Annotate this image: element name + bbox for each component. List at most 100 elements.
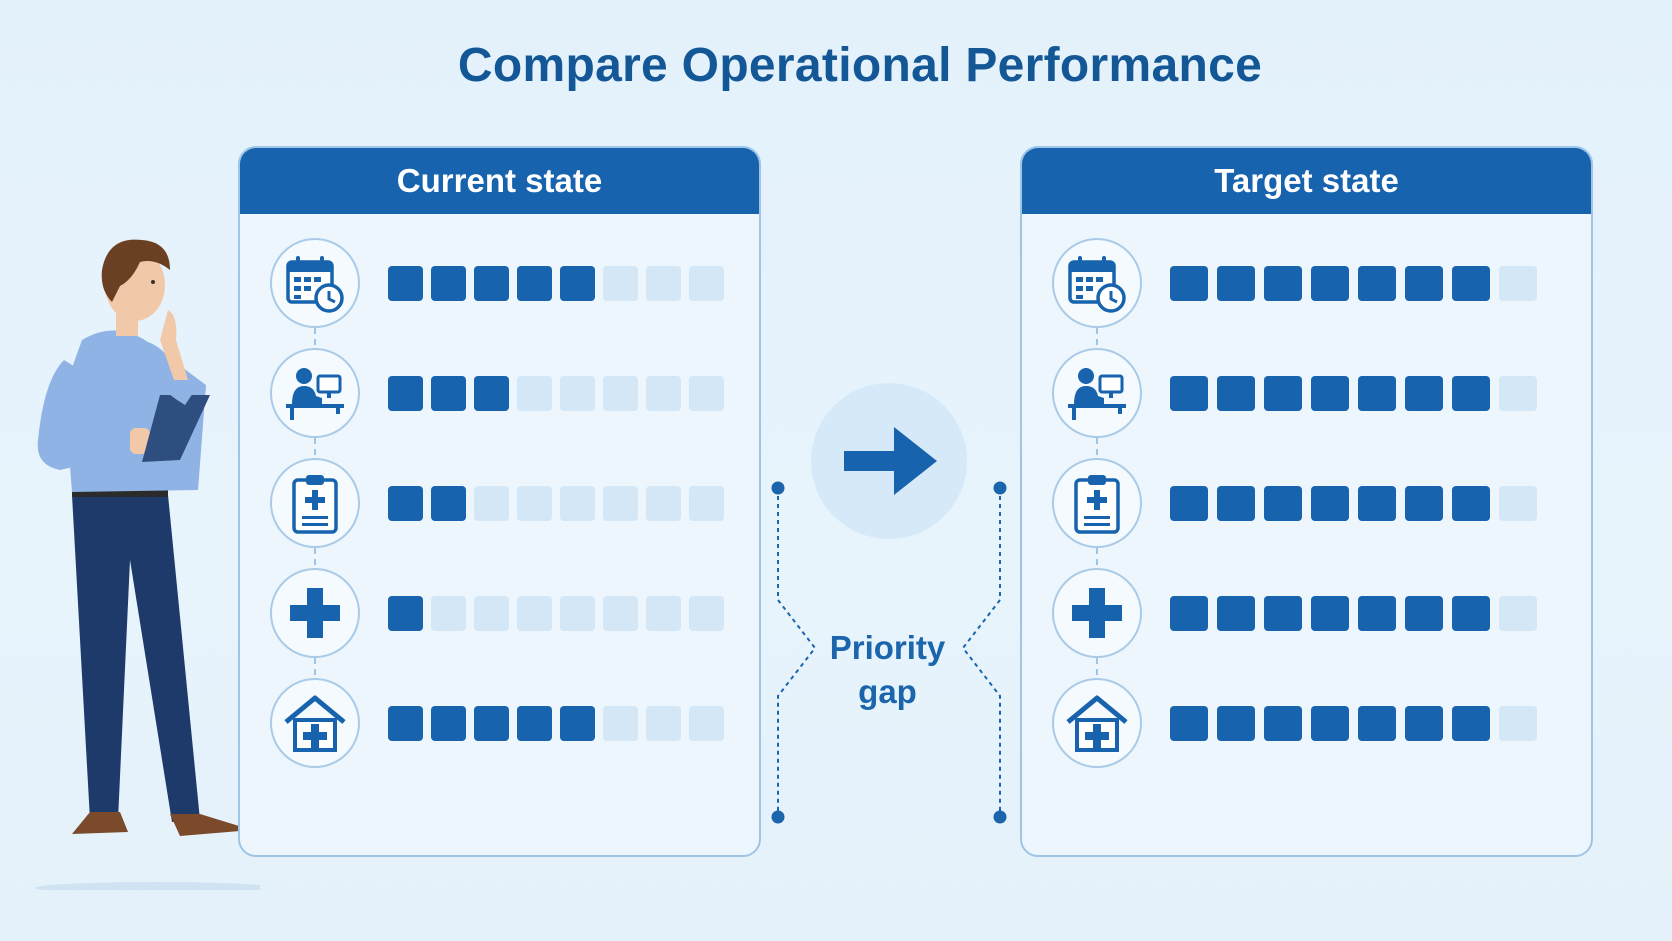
metric-row (240, 238, 759, 356)
level-block-filled (474, 266, 509, 301)
level-block-empty (646, 706, 681, 741)
medical-clipboard-icon (1052, 458, 1142, 548)
level-block-empty (603, 266, 638, 301)
level-block-empty (689, 596, 724, 631)
level-block-filled (1217, 706, 1255, 741)
level-block-filled (388, 706, 423, 741)
current-state-header: Current state (240, 148, 759, 214)
level-block-filled (1217, 376, 1255, 411)
row-connector (314, 658, 316, 686)
level-block-filled (431, 706, 466, 741)
level-block-filled (1311, 376, 1349, 411)
level-block-filled (1405, 706, 1443, 741)
row-connector (1096, 438, 1098, 466)
level-block-filled (560, 266, 595, 301)
level-block-empty (474, 486, 509, 521)
page-title: Compare Operational Performance (457, 39, 1263, 92)
level-block-filled (1264, 596, 1302, 631)
hospital-house-icon (270, 678, 360, 768)
level-block-empty (603, 486, 638, 521)
level-block-empty (689, 376, 724, 411)
target-state-header: Target state (1022, 148, 1591, 214)
level-block-filled (1452, 266, 1490, 301)
level-block-filled (474, 376, 509, 411)
priority-gap-label: Priority gap (800, 626, 975, 714)
level-block-empty (560, 596, 595, 631)
level-block-filled (431, 376, 466, 411)
level-block-empty (646, 486, 681, 521)
metric-row (1022, 678, 1591, 774)
level-block-filled (431, 486, 466, 521)
level-block-empty (603, 596, 638, 631)
level-block-filled (388, 266, 423, 301)
metric-row (1022, 348, 1591, 466)
level-block-filled (1311, 596, 1349, 631)
calendar-clock-icon (270, 238, 360, 328)
level-block-empty (517, 486, 552, 521)
priority-gap-line1: Priority (829, 629, 946, 666)
level-block-filled (431, 266, 466, 301)
row-connector (1096, 328, 1098, 356)
level-block-empty (603, 706, 638, 741)
metric-row (1022, 238, 1591, 356)
level-block-filled (1311, 266, 1349, 301)
person-at-computer-icon (1052, 348, 1142, 438)
level-block-filled (474, 706, 509, 741)
level-bar (388, 486, 724, 521)
level-bar (388, 706, 724, 741)
level-block-empty (474, 596, 509, 631)
level-block-filled (1452, 596, 1490, 631)
priority-gap-bracket (771, 481, 1007, 824)
level-block-filled (1170, 266, 1208, 301)
level-bar (1170, 266, 1537, 301)
level-bar (1170, 596, 1537, 631)
level-block-filled (1405, 486, 1443, 521)
level-bar (1170, 486, 1537, 521)
level-block-empty (689, 486, 724, 521)
level-block-filled (1311, 486, 1349, 521)
level-block-empty (560, 376, 595, 411)
row-connector (1096, 548, 1098, 576)
level-block-filled (388, 596, 423, 631)
medical-cross-icon (270, 568, 360, 658)
level-block-filled (560, 706, 595, 741)
level-block-filled (1452, 376, 1490, 411)
calendar-clock-icon (1052, 238, 1142, 328)
thinking-person-illustration (35, 239, 260, 890)
level-block-empty (603, 376, 638, 411)
level-block-empty (1499, 706, 1537, 741)
level-block-filled (1405, 376, 1443, 411)
metric-row (240, 678, 759, 774)
level-block-empty (517, 596, 552, 631)
level-block-filled (517, 706, 552, 741)
level-block-filled (1264, 706, 1302, 741)
level-block-filled (1170, 376, 1208, 411)
level-block-filled (1217, 486, 1255, 521)
metric-row (1022, 568, 1591, 686)
level-bar (1170, 706, 1537, 741)
level-block-empty (1499, 596, 1537, 631)
row-connector (314, 328, 316, 356)
level-block-empty (1499, 266, 1537, 301)
level-block-empty (1499, 486, 1537, 521)
level-block-filled (1358, 486, 1396, 521)
level-block-filled (1170, 486, 1208, 521)
metric-row (240, 348, 759, 466)
metric-row (240, 458, 759, 576)
metric-row (240, 568, 759, 686)
level-block-filled (1358, 266, 1396, 301)
level-block-filled (1405, 266, 1443, 301)
priority-gap-line2: gap (858, 673, 917, 710)
level-block-empty (431, 596, 466, 631)
level-block-empty (1499, 376, 1537, 411)
target-state-panel: Target state (1020, 146, 1593, 857)
level-block-filled (1264, 266, 1302, 301)
level-block-filled (1264, 376, 1302, 411)
level-bar (1170, 376, 1537, 411)
level-block-filled (1452, 706, 1490, 741)
current-state-panel: Current state (238, 146, 761, 857)
level-block-empty (560, 486, 595, 521)
level-block-filled (1170, 706, 1208, 741)
level-block-filled (1217, 266, 1255, 301)
level-block-filled (1264, 486, 1302, 521)
